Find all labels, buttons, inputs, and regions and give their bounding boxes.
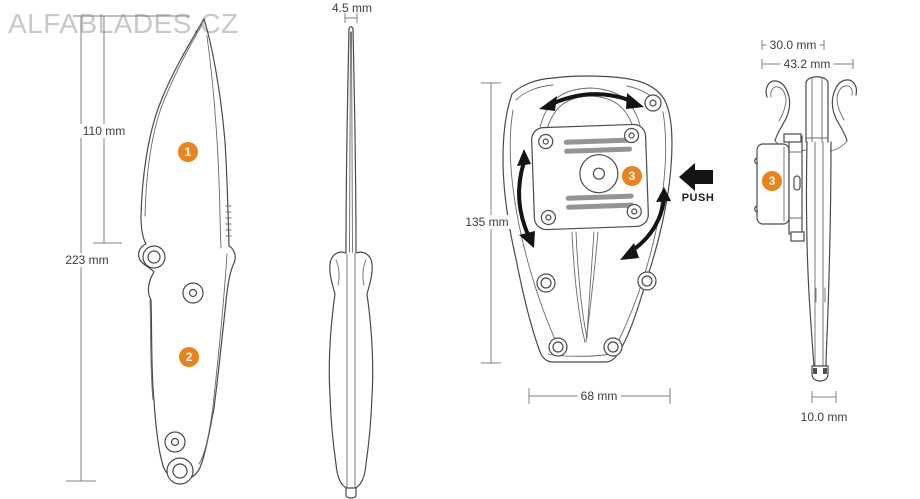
clip-release-knob [793,175,801,191]
knife-blade-outline [140,18,232,249]
callout-badge-3-side: 3 [762,171,782,191]
overall-length-label: 223 mm [62,253,112,267]
sheath-height-label: 135 mm [462,215,512,229]
sheath-width-label: 68 mm [577,389,621,403]
left-rotation-arrow [517,161,531,238]
sheath-eyelets [536,271,657,357]
watermark-text: ALFABLADES.CZ [8,8,239,39]
sheath-side-body [805,141,832,382]
knife-side-handle [328,251,374,499]
knife-side-blade [345,26,357,253]
sheath-side-view [754,40,858,403]
knife-side-view [328,13,374,499]
clip-slot [565,193,634,201]
clip-slot [564,146,633,154]
callout-badge-3-front: 3 [622,166,642,186]
top-rotation-arrow [553,92,630,105]
push-arrow-icon [679,163,713,191]
callout-badge-2: 2 [179,347,199,367]
plate-screw [538,133,554,150]
eyelet [536,273,556,293]
rotation-arrows [517,92,671,260]
knife-side-dimension-lines [344,13,358,23]
sheath-front-view [481,75,713,404]
sheath-side-width-label: 43.2 mm [780,57,834,71]
knife-front-dimension-lines [66,15,190,482]
plate-screw [623,127,640,144]
knife-front-view [66,15,236,485]
plate-screw [626,203,642,220]
eyelet [548,337,568,357]
sheath-tip-width-label: 10.0 mm [800,410,848,424]
sheath-screw-top-right [644,94,662,112]
eyelet [637,271,657,291]
eyelet [603,337,623,357]
knife-handle-outline [138,243,236,485]
handle-rivet-bottom [164,431,186,453]
callout-badge-1: 1 [178,142,198,162]
push-label: PUSH [681,192,715,204]
plate-screw [540,209,556,226]
pivot-boss [579,154,619,194]
clip-slot [566,202,635,210]
sheath-side-mouth-flare [765,76,858,152]
blade-thickness-label: 4.5 mm [331,1,373,15]
clip-width-label: 30.0 mm [766,38,820,52]
handle-rivet-top [182,282,204,304]
guard-tube-hole [142,245,166,269]
blade-length-label: 110 mm [79,124,129,138]
lanyard-tube [166,457,194,485]
belt-clip-plate [531,123,649,231]
clip-slot [563,137,632,145]
